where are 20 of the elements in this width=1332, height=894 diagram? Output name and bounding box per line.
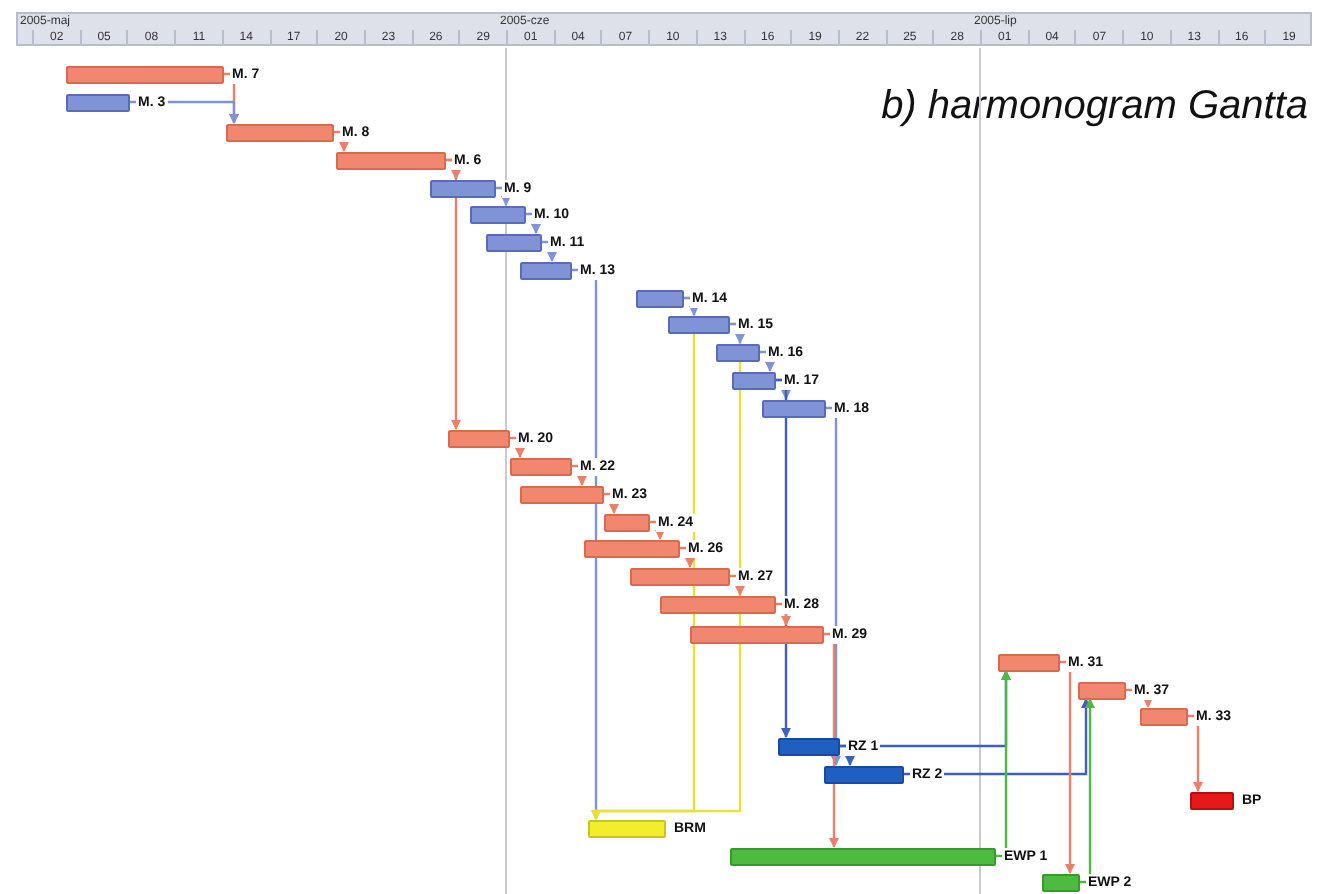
dependency-arrow <box>526 212 541 234</box>
dependency-arrow <box>760 350 775 372</box>
dependency-arrow <box>1188 714 1203 792</box>
dependency-arrow <box>730 322 745 344</box>
dependency-arrow <box>446 158 461 430</box>
chart-title: b) harmonogram Gantta <box>881 84 1308 130</box>
dependency-arrow <box>572 464 587 486</box>
dependency-arrow <box>680 546 695 568</box>
dependency-arrow <box>510 436 525 458</box>
dependency-arrow <box>1060 660 1075 874</box>
dependency-arrow <box>130 100 239 124</box>
dependency-arrow <box>604 492 619 514</box>
dependency-arrow <box>776 602 791 626</box>
dependency-arrow <box>334 130 349 152</box>
dependency-arrow <box>542 240 557 262</box>
dependency-arrow <box>730 574 745 596</box>
dependency-arrow <box>904 698 1091 776</box>
dependency-arrow <box>1080 698 1095 884</box>
dependency-arrow <box>826 406 841 766</box>
dependency-arrow <box>996 670 1011 858</box>
